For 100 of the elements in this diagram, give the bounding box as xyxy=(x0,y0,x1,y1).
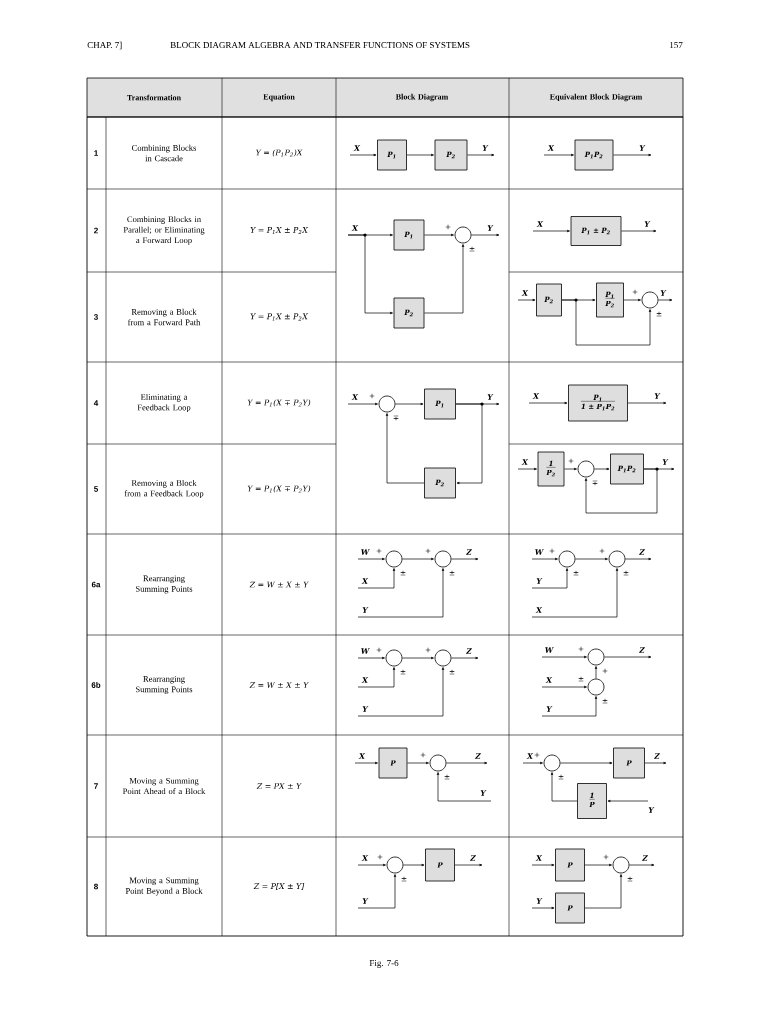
summing-junction xyxy=(612,856,630,874)
arrow xyxy=(354,761,378,765)
arrow xyxy=(357,863,386,867)
arrow xyxy=(584,874,623,909)
arrow xyxy=(424,244,465,314)
arrow xyxy=(471,233,500,237)
arrow xyxy=(451,557,479,561)
summing-junction xyxy=(378,395,396,413)
arrow xyxy=(584,863,612,867)
arrow xyxy=(531,568,569,589)
arrow xyxy=(560,761,613,765)
running-head: BLOCK DIAGRAM ALGEBRA AND TRANSFER FUNCTIONS OF SYSTEMS xyxy=(170,42,470,49)
arrow xyxy=(357,667,396,688)
summing-junction xyxy=(434,649,452,667)
arrow xyxy=(531,906,555,910)
summing-junction xyxy=(385,550,403,568)
arrow xyxy=(658,298,673,302)
transformation-text: Rearranging Summing Points xyxy=(136,676,193,694)
arrow xyxy=(454,863,483,867)
arrow xyxy=(594,666,598,679)
arrow xyxy=(424,233,454,237)
arrow xyxy=(623,298,641,302)
arrow xyxy=(357,568,445,618)
transformation-text: Removing a Block from a Forward Path xyxy=(127,308,201,326)
arrow xyxy=(395,402,424,406)
arrow xyxy=(543,153,574,157)
arrow xyxy=(357,874,397,909)
row-number: 8 xyxy=(94,883,98,890)
transformation-text: Eliminating a Feedback Loop xyxy=(137,393,191,413)
summing-junction xyxy=(641,291,659,309)
arrow xyxy=(541,685,587,689)
transformation-text: Combining Blocks in Cascade xyxy=(132,144,197,162)
arrow xyxy=(347,234,393,315)
transformation-text: Rearranging Summing Points xyxy=(136,575,193,594)
arrow xyxy=(613,153,652,157)
summing-junction xyxy=(558,550,576,568)
arrow xyxy=(407,761,429,765)
arrow xyxy=(575,557,608,561)
arrow xyxy=(402,656,434,660)
arrow xyxy=(531,863,555,867)
arrow xyxy=(467,153,495,157)
arrow xyxy=(607,799,649,803)
page-number: 157 xyxy=(670,42,683,49)
summing-junction xyxy=(386,856,404,874)
running-head: CHAP. 7] xyxy=(87,41,122,50)
arrow xyxy=(627,401,667,405)
transformation-text: Moving a Summing Point Beyond a Block xyxy=(125,877,203,896)
arrow xyxy=(541,696,598,717)
arrow xyxy=(347,402,378,406)
arrow xyxy=(625,557,652,561)
summing-junction xyxy=(543,754,561,772)
summing-junction xyxy=(454,226,472,244)
arrow xyxy=(584,468,658,514)
summing-junction xyxy=(577,460,595,478)
arrow xyxy=(629,863,655,867)
arrow xyxy=(446,761,488,765)
arrow xyxy=(385,413,425,484)
arrow xyxy=(517,298,536,302)
arrow xyxy=(402,557,434,561)
column-header: Transformation xyxy=(127,94,181,101)
summing-junction xyxy=(429,754,447,772)
arrow xyxy=(604,655,652,659)
arrow xyxy=(564,467,577,471)
arrow xyxy=(550,772,578,802)
arrow xyxy=(621,229,657,233)
summing-junction xyxy=(587,648,605,666)
arrow xyxy=(644,761,667,765)
figure-caption: Fig. 7-6 xyxy=(369,960,399,968)
arrow xyxy=(436,772,492,802)
row-number: 7 xyxy=(94,783,98,789)
column-header: Equivalent Block Diagram xyxy=(549,93,643,102)
arrow xyxy=(357,656,385,660)
arrow xyxy=(541,655,587,659)
row-number: 1 xyxy=(94,150,98,156)
arrow xyxy=(531,557,558,561)
transformation-text: Removing a Block from a Feedback Loop xyxy=(124,479,204,499)
arrow xyxy=(403,863,425,867)
arrow xyxy=(349,153,377,157)
arrow xyxy=(531,568,619,618)
arrow xyxy=(357,667,445,717)
arrow xyxy=(451,656,479,660)
row-number: 6a xyxy=(91,581,101,588)
arrow xyxy=(561,299,652,346)
row-number: 4 xyxy=(93,400,99,406)
transformation-text: Moving a Summing Point Ahead of a Block xyxy=(122,777,206,795)
row-number: 6b xyxy=(91,682,101,688)
summing-junction xyxy=(434,550,452,568)
row-number: 2 xyxy=(94,227,98,234)
column-header: Equation xyxy=(263,93,295,102)
arrow xyxy=(357,568,396,589)
transformation-text: Combining Blocks in Parallel; or Eliminating a Forward Loop xyxy=(123,216,205,245)
row-number: 5 xyxy=(94,486,98,492)
arrow xyxy=(532,229,570,233)
column-header: Block Diagram xyxy=(395,93,449,102)
arrow xyxy=(357,557,385,561)
row-number: 3 xyxy=(93,314,98,320)
arrow xyxy=(517,467,537,471)
arrow xyxy=(528,401,568,405)
arrow xyxy=(406,153,434,157)
arrow xyxy=(522,761,543,765)
